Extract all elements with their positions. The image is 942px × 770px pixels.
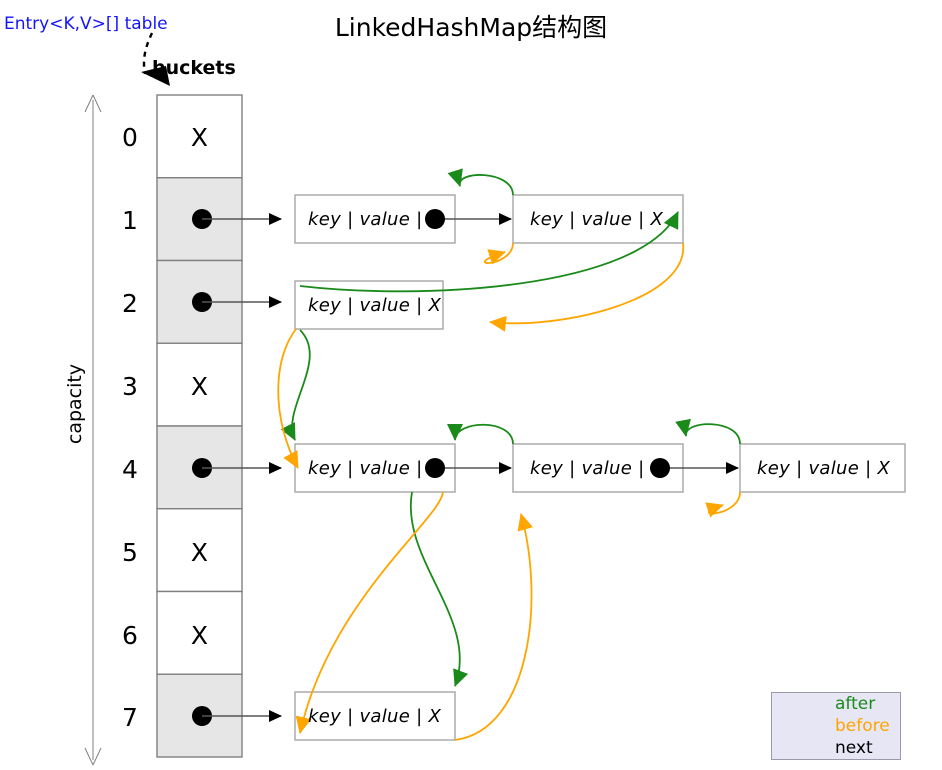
bucket-index-2: 2: [122, 289, 138, 318]
bucket-index-6: 6: [122, 621, 138, 650]
bucket-cell-0-mark: X: [190, 123, 209, 152]
node-next-dots: [425, 209, 670, 478]
next-links: [440, 213, 739, 474]
after-links: [280, 168, 741, 687]
node-n4c-label: key | value | X: [757, 458, 891, 479]
bucket-head-pointers: [192, 209, 282, 726]
node-n1a-label: key | value | ●: [308, 209, 445, 230]
entry-table-label: Entry<K,V>[] table: [4, 14, 168, 34]
node-n2a-label: key | value | X: [308, 295, 442, 316]
node-n4b-label: key | value | ●: [530, 458, 667, 479]
legend-label-after: after: [835, 694, 876, 714]
node-n7a-label: key | value | X: [308, 706, 442, 727]
legend-box: [771, 692, 901, 760]
bucket-index-0: 0: [122, 123, 138, 152]
page-title: LinkedHashMap结构图: [334, 13, 608, 42]
legend-label-before: before: [835, 716, 890, 736]
bucket-index-1: 1: [122, 206, 138, 235]
capacity-arrow: [84, 94, 102, 766]
legend-label-next: next: [835, 738, 873, 758]
bucket-cell-6-mark: X: [190, 621, 209, 650]
bucket-index-3: 3: [122, 372, 138, 401]
node-n4a-label: key | value | ●: [308, 458, 445, 479]
bucket-cell-3-mark: X: [190, 372, 209, 401]
table-label-pointer: [141, 32, 170, 86]
before-links: [277, 242, 741, 741]
node-n1b-label: key | value | X: [530, 209, 664, 230]
bucket-index-7: 7: [122, 703, 138, 732]
bucket-cell-5-mark: X: [190, 538, 209, 567]
capacity-label: capacity: [64, 363, 86, 445]
bucket-index-4: 4: [122, 455, 138, 484]
bucket-table: [156, 94, 243, 758]
bucket-index-5: 5: [122, 538, 138, 567]
buckets-label: buckets: [152, 57, 236, 79]
node-boxes: [294, 194, 906, 741]
